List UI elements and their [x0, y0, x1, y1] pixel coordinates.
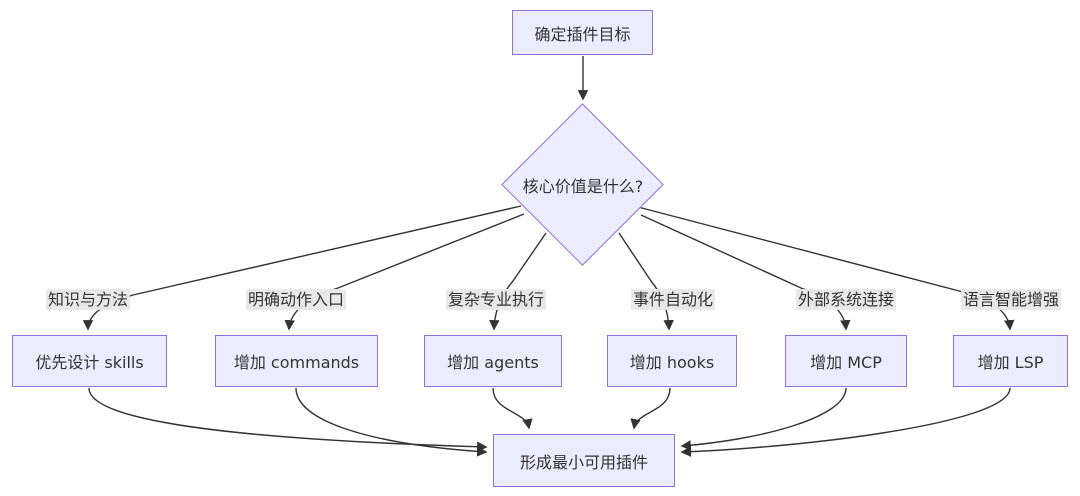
branch-node-lsp: 增加 LSP [953, 335, 1068, 387]
branch-node-hooks: 增加 hooks [607, 335, 737, 387]
edge-label-complex-execution: 复杂专业执行 [445, 289, 547, 310]
edge-hooks-to-end [630, 387, 671, 430]
start-node: 确定插件目标 [512, 10, 653, 55]
edge-label-language-intelligence: 语言智能增强 [960, 289, 1062, 310]
end-node: 形成最小可用插件 [493, 434, 675, 487]
edge-label-knowledge: 知识与方法 [45, 289, 131, 310]
edge-skills-to-end [88, 387, 488, 452]
edge-label-event-automation: 事件自动化 [630, 289, 716, 310]
edge-decision-to-mcp [640, 214, 851, 331]
edge-label-external-systems: 外部系统连接 [795, 289, 897, 310]
edge-decision-to-lsp [637, 206, 1015, 331]
edge-lsp-to-end [680, 387, 1011, 457]
branch-node-mcp: 增加 MCP [785, 335, 907, 387]
edge-label-action-entry: 明确动作入口 [245, 289, 347, 310]
edge-decision-to-skills [82, 205, 522, 331]
decision-node-label: 核心价值是什么? [522, 177, 644, 196]
edge-commands-to-end [295, 387, 488, 457]
edge-decision-to-hooks [618, 232, 674, 331]
edge-decision-to-commands [284, 213, 525, 331]
branch-node-skills: 优先设计 skills [12, 335, 167, 387]
edge-agents-to-end [492, 387, 533, 430]
edge-mcp-to-end [680, 387, 847, 451]
branch-node-commands: 增加 commands [215, 335, 378, 387]
branch-node-agents: 增加 agents [424, 335, 562, 387]
edge-decision-to-agents [489, 232, 547, 331]
